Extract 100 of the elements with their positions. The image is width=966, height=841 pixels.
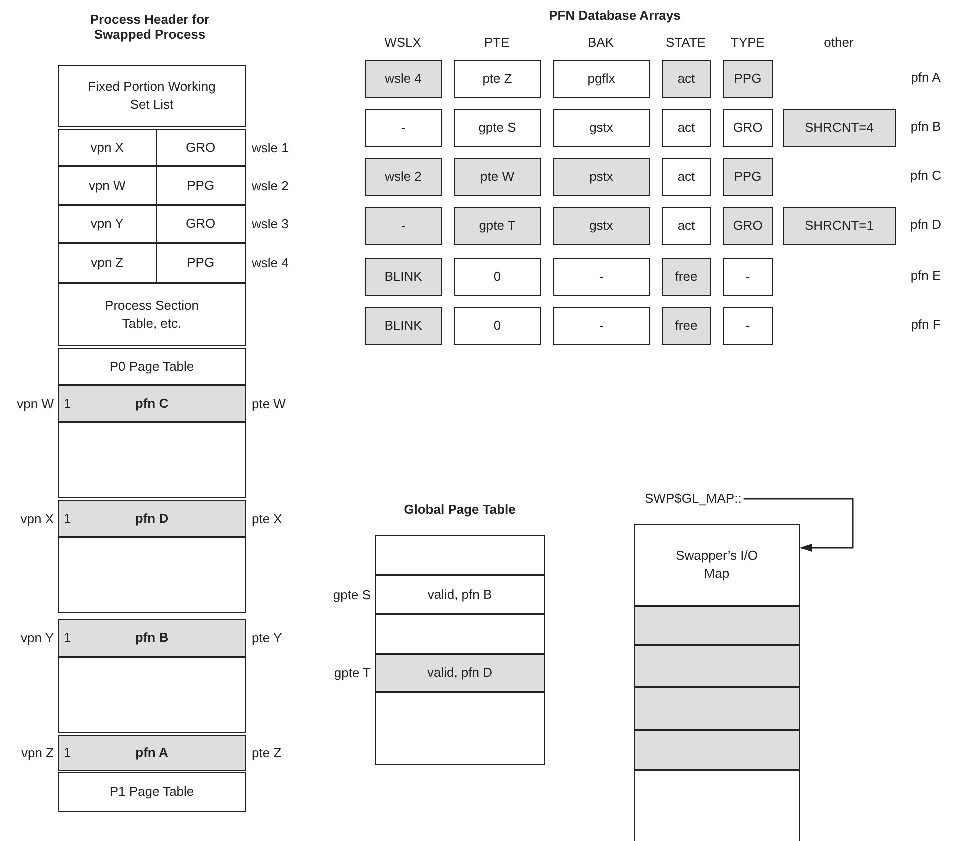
pfn-text: pfn B bbox=[135, 629, 169, 647]
entry-text: - bbox=[400, 217, 407, 235]
entry-text: pstx bbox=[588, 168, 614, 186]
pfn-cell bbox=[662, 60, 711, 98]
pfn-cell bbox=[783, 109, 896, 147]
pfn-cell bbox=[662, 258, 711, 296]
side-label: vpn W bbox=[17, 396, 54, 411]
empty-entry bbox=[634, 730, 800, 770]
table-section bbox=[58, 283, 246, 346]
table-section bbox=[58, 348, 246, 385]
page-table-entry bbox=[58, 385, 246, 422]
row-label: pfn D bbox=[910, 217, 942, 232]
entry-text: free bbox=[674, 317, 699, 335]
entry-text: P0 Page Table bbox=[108, 358, 196, 376]
empty-entry bbox=[58, 657, 246, 733]
pfn-cell bbox=[783, 207, 896, 245]
working-set-entry bbox=[58, 166, 246, 205]
table-section bbox=[375, 654, 545, 692]
pfn-cell bbox=[454, 307, 541, 345]
pfn-cell bbox=[723, 307, 773, 345]
side-label: gpte T bbox=[334, 666, 371, 680]
entry-text: valid, pfn D bbox=[426, 664, 494, 682]
entry-text: free bbox=[674, 268, 699, 286]
table-section bbox=[634, 524, 800, 606]
column-header: other bbox=[824, 35, 854, 50]
page-type-text: GRO bbox=[156, 130, 245, 165]
pfn-cell bbox=[723, 158, 773, 196]
side-label: pte Z bbox=[252, 746, 282, 760]
entry-text: GRO bbox=[732, 217, 764, 235]
pfn-cell bbox=[662, 307, 711, 345]
vpn-text: vpn Z bbox=[90, 254, 125, 272]
column-header: STATE bbox=[666, 35, 706, 50]
entry-text: 0 bbox=[492, 317, 502, 335]
entry-text: PPG bbox=[733, 168, 763, 186]
valid-bit: 1 bbox=[64, 744, 72, 762]
entry-text: P1 Page Table bbox=[108, 783, 196, 801]
page-table-entry bbox=[58, 500, 246, 537]
pfn-text: pfn C bbox=[135, 394, 169, 412]
pfn-cell bbox=[553, 60, 650, 98]
entry-text: 0 bbox=[492, 268, 502, 286]
entry-text: Process Section Table, etc. bbox=[104, 296, 200, 332]
row-label: pfn E bbox=[910, 268, 942, 283]
empty-entry bbox=[634, 770, 800, 841]
pfn-cell bbox=[662, 158, 711, 196]
side-label: pte W bbox=[252, 396, 286, 411]
entry-text: Swapper’s I/O Map bbox=[675, 547, 759, 583]
side-label: wsle 2 bbox=[252, 178, 289, 193]
valid-bit: 1 bbox=[64, 629, 72, 647]
row-label: pfn A bbox=[911, 70, 941, 85]
entry-text: - bbox=[400, 119, 407, 137]
entry-text: PPG bbox=[733, 70, 763, 88]
pfn-cell bbox=[454, 207, 541, 245]
pfn-text: pfn D bbox=[135, 510, 169, 528]
page-type-text: GRO bbox=[156, 206, 245, 242]
side-label: wsle 1 bbox=[252, 140, 289, 155]
vpn-text: vpn W bbox=[88, 176, 127, 194]
pfn-cell bbox=[365, 307, 442, 345]
pfn-cell bbox=[454, 109, 541, 147]
pfn-cell bbox=[553, 307, 650, 345]
valid-bit: 1 bbox=[64, 510, 72, 528]
empty-entry bbox=[58, 537, 246, 613]
valid-bit: 1 bbox=[64, 394, 72, 412]
entry-text: - bbox=[744, 268, 752, 286]
vpn-text: vpn X bbox=[90, 138, 125, 156]
empty-entry bbox=[375, 614, 545, 654]
empty-entry bbox=[375, 692, 545, 765]
section-title: PFN Database Arrays bbox=[549, 8, 681, 23]
arrow bbox=[744, 498, 854, 552]
side-label: vpn Z bbox=[21, 746, 54, 760]
pfn-cell bbox=[723, 207, 773, 245]
side-label: pte X bbox=[252, 511, 282, 526]
empty-entry bbox=[634, 687, 800, 730]
column-header: BAK bbox=[588, 35, 614, 50]
column-header: TYPE bbox=[731, 35, 765, 50]
pfn-cell bbox=[365, 258, 442, 296]
pfn-cell bbox=[723, 60, 773, 98]
table-section bbox=[58, 772, 246, 812]
pfn-cell bbox=[553, 207, 650, 245]
empty-entry bbox=[58, 422, 246, 498]
entry-text: wsle 2 bbox=[384, 168, 423, 186]
entry-text: act bbox=[676, 217, 696, 235]
empty-entry bbox=[634, 645, 800, 687]
side-label: vpn X bbox=[20, 511, 54, 526]
entry-text: gpte T bbox=[478, 217, 517, 235]
empty-entry bbox=[634, 606, 800, 645]
page-type-text: PPG bbox=[156, 167, 245, 204]
pfn-text: pfn A bbox=[136, 744, 168, 762]
entry-text: BLINK bbox=[384, 317, 424, 335]
entry-text: wsle 4 bbox=[384, 70, 423, 88]
side-label: gpte S bbox=[333, 587, 371, 602]
entry-text: - bbox=[598, 268, 605, 286]
pfn-cell bbox=[553, 258, 650, 296]
pfn-cell bbox=[454, 258, 541, 296]
symbol-label: SWP$GL_MAP:: bbox=[645, 490, 742, 508]
pfn-cell bbox=[365, 109, 442, 147]
pfn-cell bbox=[662, 109, 711, 147]
page-table-entry bbox=[58, 735, 246, 771]
entry-text: - bbox=[598, 317, 605, 335]
pfn-cell bbox=[553, 109, 650, 147]
row-label: pfn B bbox=[910, 119, 942, 134]
